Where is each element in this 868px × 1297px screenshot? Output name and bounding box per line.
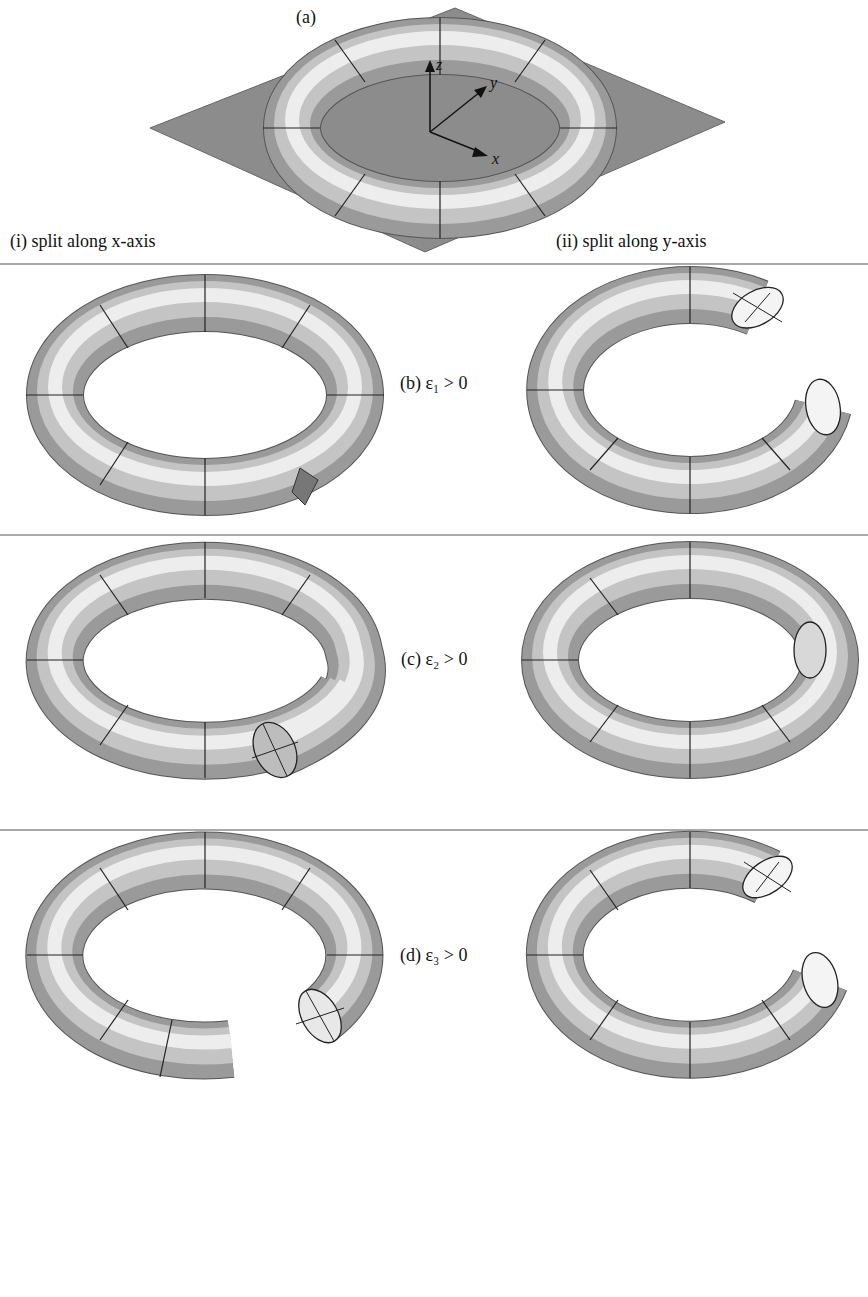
panel-label: (a) — [296, 8, 316, 28]
axis-label: y — [490, 74, 497, 92]
torus-overlap — [27, 542, 357, 785]
column-heading: (ii) split along y-axis — [556, 232, 706, 252]
row-label: (d) ε₃ > 0 — [400, 946, 467, 966]
torus-overlap — [522, 542, 830, 778]
torus-split — [527, 267, 845, 513]
torus — [263, 18, 617, 238]
axis-label: z — [436, 56, 442, 74]
row-label: (b) ε₁ > 0 — [400, 374, 467, 394]
column-heading: (i) split along x-axis — [10, 232, 155, 252]
axes — [425, 60, 488, 157]
row-label: (c) ε₂ > 0 — [401, 650, 467, 670]
separator-rule — [0, 264, 868, 830]
torus-split — [27, 832, 383, 1077]
plane — [150, 8, 725, 252]
axis-label: x — [492, 150, 499, 168]
torus-pinched — [26, 275, 384, 515]
torus-split — [527, 832, 844, 1078]
